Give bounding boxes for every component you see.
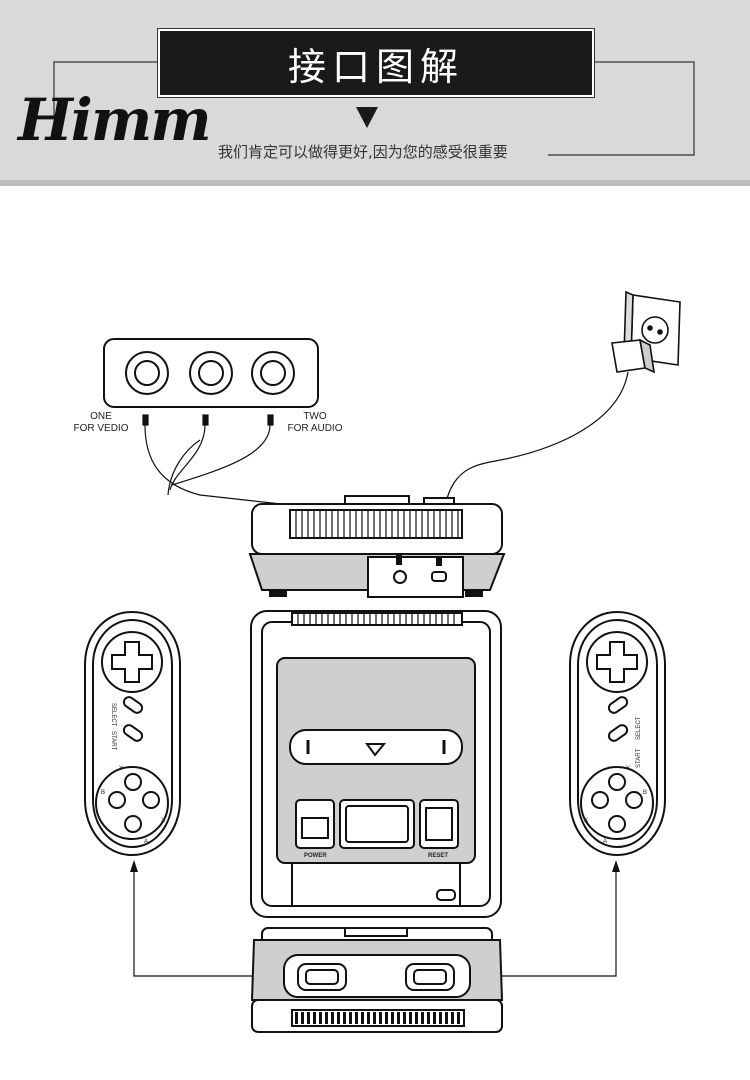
arrow-up-icon	[612, 860, 620, 872]
down-triangle-icon	[356, 107, 378, 128]
av-label-video: ONE FOR VEDIO	[66, 411, 136, 435]
page-title: 接口图解	[287, 44, 464, 89]
right-select-label: SELECT	[636, 716, 642, 740]
cable-plugs-rear	[396, 555, 442, 566]
av-label-video-line1: ONE	[90, 411, 112, 422]
left-b-label: B	[101, 790, 105, 796]
right-start-label: START	[636, 749, 642, 768]
controller-right	[569, 610, 666, 857]
av-label-audio-line2: FOR AUDIO	[287, 423, 343, 434]
header-frame-lines	[53, 61, 695, 156]
console-top-grille	[297, 614, 455, 624]
av-label-audio: TWO FOR AUDIO	[282, 411, 348, 435]
power-plug	[611, 338, 656, 374]
left-select-label: SELECT	[110, 703, 116, 727]
left-start-label: START	[110, 731, 116, 750]
power-port	[431, 571, 447, 582]
power-label: POWER	[304, 853, 327, 859]
left-y-label: Y	[119, 766, 123, 772]
av-label-video-line2: FOR VEDIO	[73, 423, 129, 434]
reset-label: RESET	[428, 853, 448, 859]
arrow-up-icon	[130, 860, 138, 872]
dpad-icon	[111, 641, 153, 683]
right-a-label: A	[603, 839, 607, 845]
right-y-label: Y	[626, 766, 630, 772]
console-front	[250, 927, 504, 1033]
av-port	[393, 570, 407, 584]
left-x-label: X	[161, 818, 165, 824]
title-box: 接口图解	[157, 28, 595, 98]
controller-left	[84, 610, 181, 857]
av-output-box	[103, 338, 319, 408]
right-x-label: X	[584, 818, 588, 824]
av-label-audio-line1: TWO	[303, 411, 327, 422]
console-top	[250, 610, 502, 918]
console-front-vents	[295, 1012, 460, 1024]
brand-logo: Himm	[18, 86, 212, 154]
controller-cables	[133, 870, 617, 977]
console-rear	[248, 495, 506, 598]
slogan-text: 我们肯定可以做得更好,因为您的感受很重要	[218, 143, 508, 161]
dpad-icon	[596, 641, 638, 683]
header-underline	[0, 180, 750, 186]
left-a-label: A	[144, 839, 148, 845]
right-b-label: B	[643, 790, 647, 796]
